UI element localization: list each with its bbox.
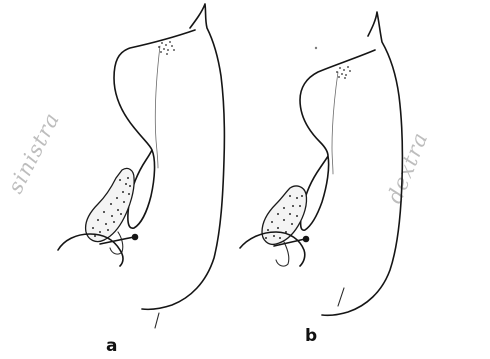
panel-b-handwriting: dextra (382, 129, 432, 207)
panel-b-letter: b (305, 326, 317, 346)
panel-b-probe-dot (303, 236, 310, 243)
panel-a: sinistra (3, 4, 224, 328)
panel-b-speck (315, 47, 317, 49)
panel-a-handwriting: sinistra (3, 108, 64, 197)
panel-a-top-shading (158, 41, 175, 55)
panel-a-stippled-cartilage (86, 168, 135, 241)
panel-b-bottom-tick (338, 288, 344, 306)
panel-b-stippled-cartilage (262, 186, 307, 244)
panel-a-letter: a (106, 336, 117, 356)
panel-a-helix-fold (155, 46, 160, 168)
panel-b-helix-fold (332, 72, 338, 174)
panel-a-probe-dot (132, 234, 139, 241)
panel-b-head-outline (322, 12, 402, 315)
panel-a-bottom-tick (155, 313, 159, 328)
panel-b: dextra (240, 12, 433, 315)
